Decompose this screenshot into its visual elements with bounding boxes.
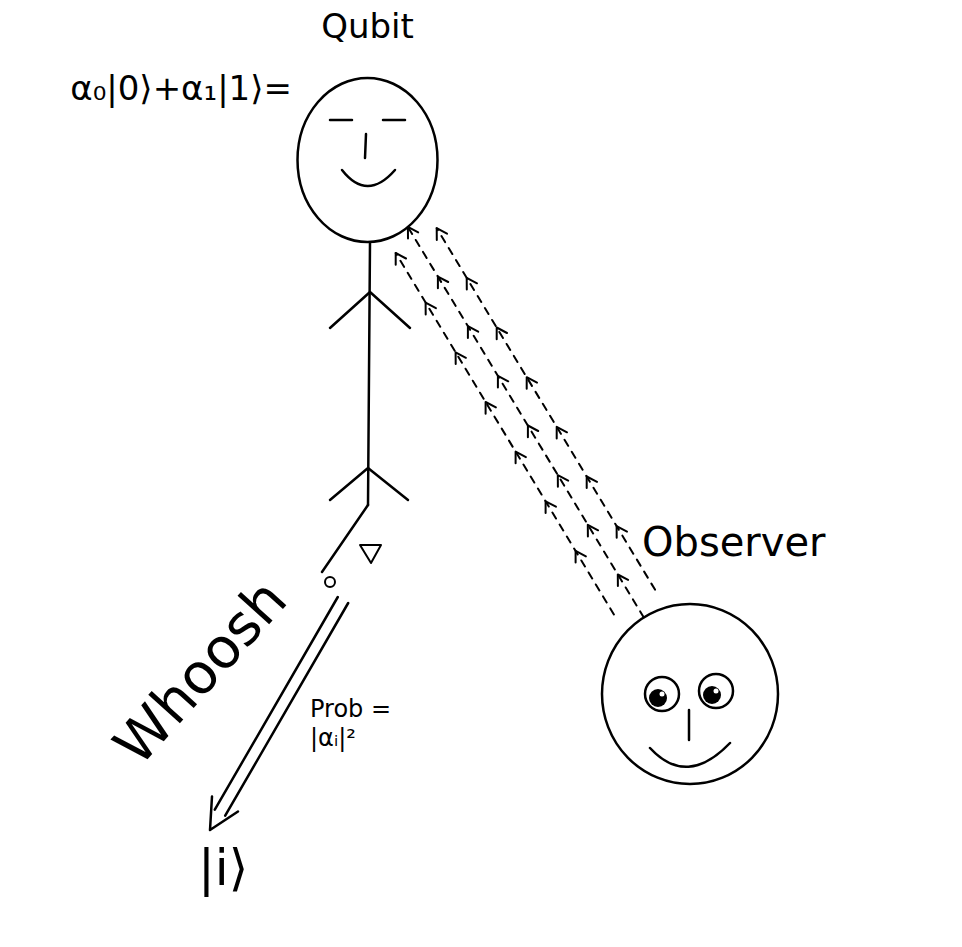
observer-head-outline [602, 604, 778, 784]
arrow-head [396, 253, 406, 265]
state-equation: α₀|0⟩+α₁|1⟩= [70, 68, 292, 109]
eye [699, 674, 733, 708]
arrow-head [527, 377, 537, 389]
arrow-head [576, 551, 586, 563]
arrow-head [617, 526, 627, 538]
arrow-head [408, 227, 418, 239]
smile-line [342, 170, 395, 186]
qubit-head-outline [298, 78, 438, 242]
node-heading: Observer [590, 518, 840, 566]
probability-note: Prob = |αᵢ|² [310, 695, 402, 753]
observation-ray [437, 228, 655, 589]
eye-line [330, 119, 352, 122]
arrow-head [456, 352, 466, 364]
motion-dot [325, 577, 335, 587]
observation-arrows [396, 227, 655, 618]
arrow-head [557, 427, 567, 439]
smile-line [650, 743, 730, 767]
figure-body [368, 242, 370, 505]
arrow-head [438, 277, 448, 289]
qubit-head: Qubit [280, 6, 455, 248]
figure-hips [330, 468, 408, 500]
observation-ray [408, 227, 644, 618]
motion-triangle [360, 545, 381, 563]
nose-line [365, 134, 366, 158]
arrow-head [528, 426, 538, 438]
arrow-head [587, 477, 597, 489]
observer-head-drawing [590, 598, 790, 790]
arrow-head [498, 376, 508, 388]
arrow-head [426, 303, 436, 315]
arrow-head [516, 452, 526, 464]
arrow-head [497, 328, 507, 340]
eye-line [383, 119, 405, 122]
arrow-head [588, 525, 598, 537]
arrow-head [486, 402, 496, 414]
qubit-head-drawing [280, 72, 455, 248]
motion-label: Whoosh [100, 566, 300, 777]
observer-head: Observer [590, 518, 840, 790]
eye-glint [714, 689, 719, 694]
arrow-head [558, 475, 568, 487]
figure-leg [322, 505, 368, 572]
nose-line [688, 710, 691, 740]
observation-ray [396, 253, 614, 614]
eye [645, 677, 679, 711]
result-state: |i⟩ [198, 838, 248, 898]
arrow-head [437, 228, 447, 240]
arrow-head [618, 575, 628, 587]
figure-arms [330, 292, 410, 328]
node-heading: Qubit [280, 6, 455, 47]
pupil [703, 686, 721, 704]
arrow-head [546, 501, 556, 513]
eye-glint [660, 692, 665, 697]
arrow-head [468, 326, 478, 338]
collapse-arrow-head [210, 797, 238, 831]
arrow-head [467, 278, 477, 290]
pupil [649, 689, 667, 707]
